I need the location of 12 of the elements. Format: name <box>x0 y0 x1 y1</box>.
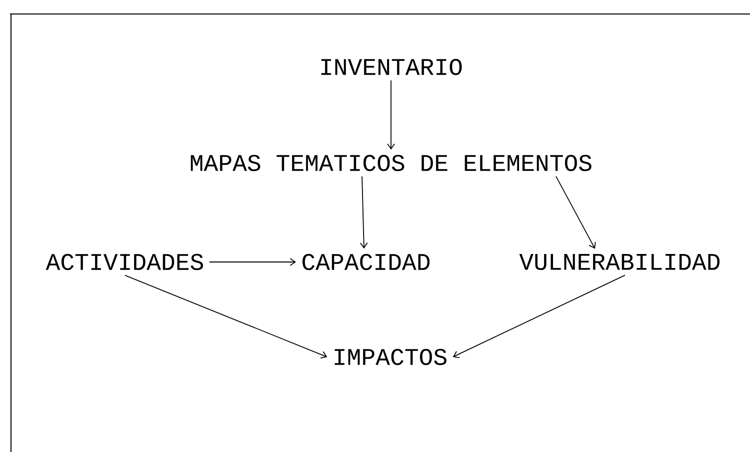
node-label: IMPACTOS <box>334 348 446 366</box>
node-label: CAPACIDAD <box>302 254 430 270</box>
node-label: MAPAS TEMATICOS DE ELEMENTOS <box>190 154 592 172</box>
arrow <box>452 274 626 358</box>
arrow <box>387 80 395 150</box>
arrow <box>360 176 368 249</box>
node-label: VULNERABILIDAD <box>519 254 720 270</box>
node-label: INVENTARIO <box>321 58 462 76</box>
node-label: ACTIVIDADES <box>46 254 204 270</box>
arrow <box>556 176 596 249</box>
arrow <box>208 258 296 266</box>
arrow <box>124 274 328 359</box>
